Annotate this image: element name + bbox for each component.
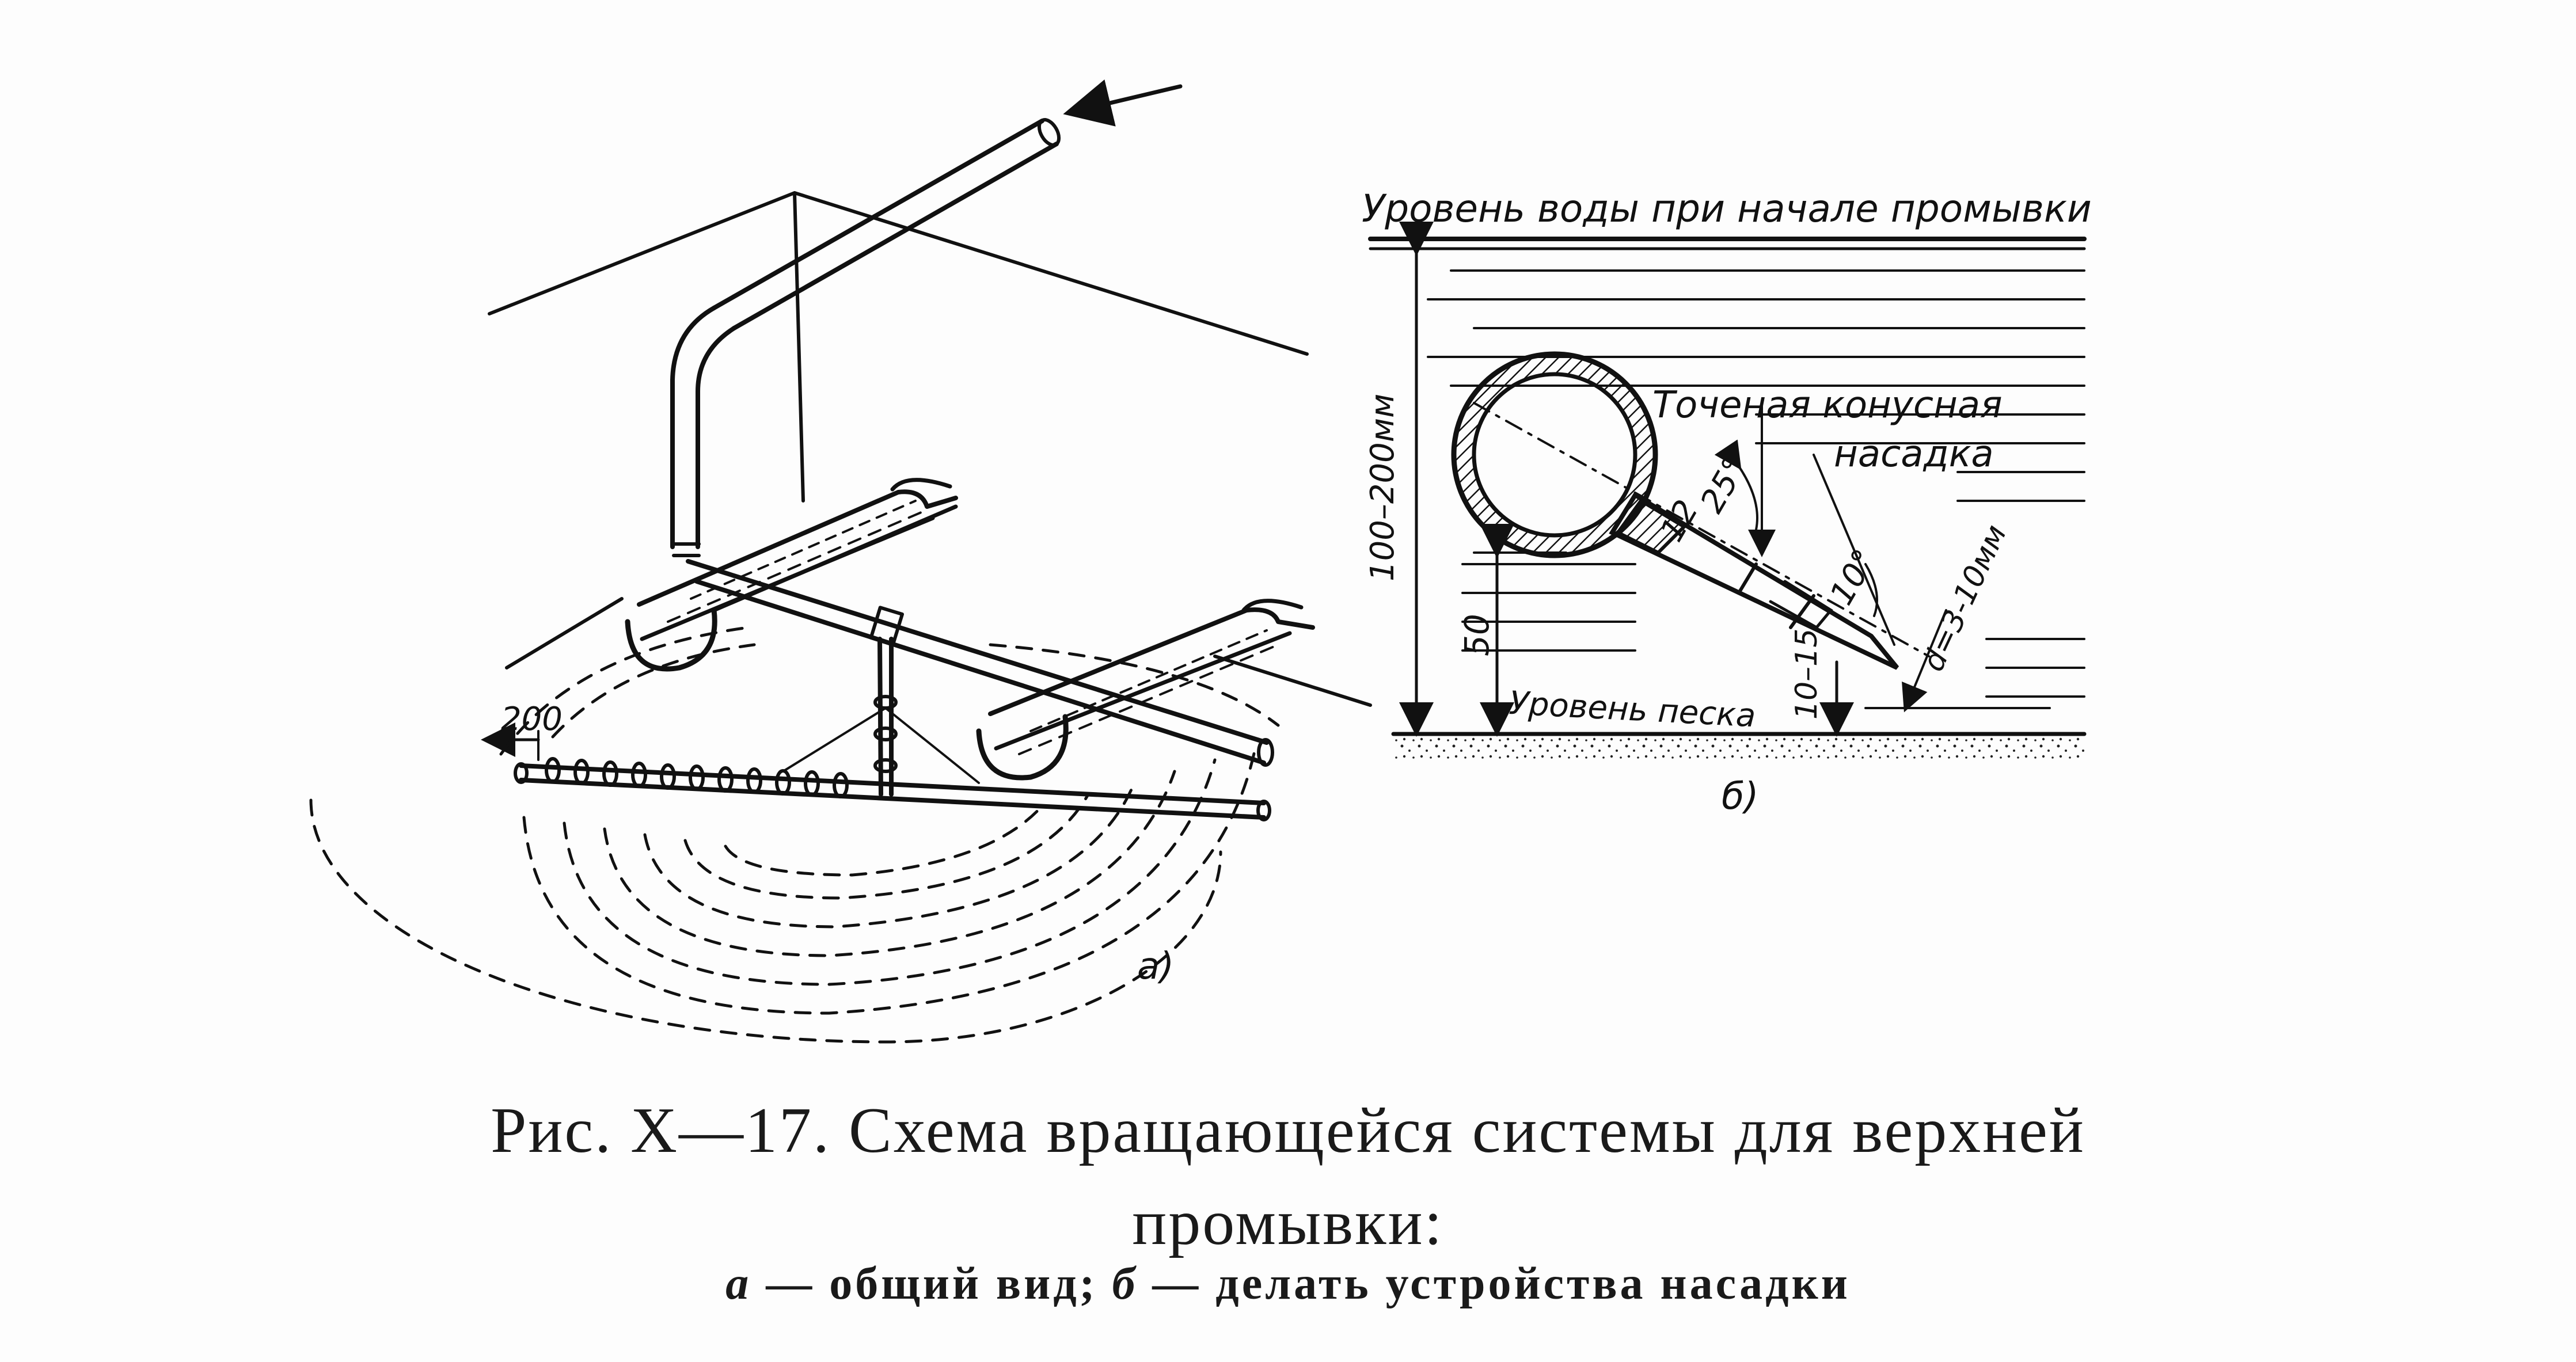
nozzle-label-line1: Точеная конусная — [1652, 384, 2003, 427]
angle-25-arc — [1714, 439, 1758, 531]
dim-d-line — [1902, 609, 1947, 713]
branch-pipe — [686, 559, 1269, 745]
caption-b-letter: б — [1112, 1258, 1138, 1309]
sand-level-label: Уровень песка — [1508, 684, 1757, 735]
trough-left — [625, 478, 958, 672]
label-b: б) — [1722, 775, 1758, 818]
nozzle-row — [545, 757, 849, 798]
trough-right — [976, 599, 1315, 781]
caption-a-letter: а — [725, 1258, 752, 1309]
caption-legend: а — общий вид; б — делать устройства нас… — [0, 1258, 2576, 1310]
dim-50-label: 50 — [1457, 614, 1496, 656]
dim-100-200-label: 100–200мм — [1364, 394, 1401, 581]
pipe-section-inner — [1472, 372, 1637, 538]
sand-fill — [1393, 736, 2084, 759]
angle-10-arc — [1864, 563, 1878, 617]
spray-rings — [309, 626, 1280, 1044]
general-view-a — [309, 79, 1372, 1044]
nozzle-label-line2: насадка — [1834, 433, 1994, 475]
rotating-shaft — [877, 637, 883, 797]
dim-10-15-label: 10–15 — [1789, 629, 1824, 720]
label-a: а) — [1137, 945, 1174, 988]
dim-d-label: d=3-10мм — [1916, 520, 2013, 677]
conical-nozzle — [1609, 492, 1899, 670]
angle-25-label: 25° — [1693, 451, 1754, 519]
supply-pipe — [712, 119, 1044, 310]
water-lines — [1427, 269, 2085, 698]
nozzle-detail-b — [1368, 222, 2087, 759]
dim-200-label: 200 — [501, 701, 563, 738]
caption-b-text: — делать устройства насадки — [1138, 1258, 1851, 1309]
tank-wall-lines — [488, 191, 1309, 356]
caption-a-text: — общий вид; — [751, 1258, 1112, 1309]
caption-title-continued: промывки: — [1132, 1187, 1444, 1258]
caption-title: Рис. X—17. Схема вращающейся системы для… — [491, 1095, 2085, 1166]
tank-floor-line — [505, 597, 624, 669]
flow-arrow — [1063, 79, 1183, 127]
figure-drawing: 200 а) — [309, 79, 2092, 1044]
water-level-label: Уровень воды при начале промывки — [1362, 187, 2092, 231]
